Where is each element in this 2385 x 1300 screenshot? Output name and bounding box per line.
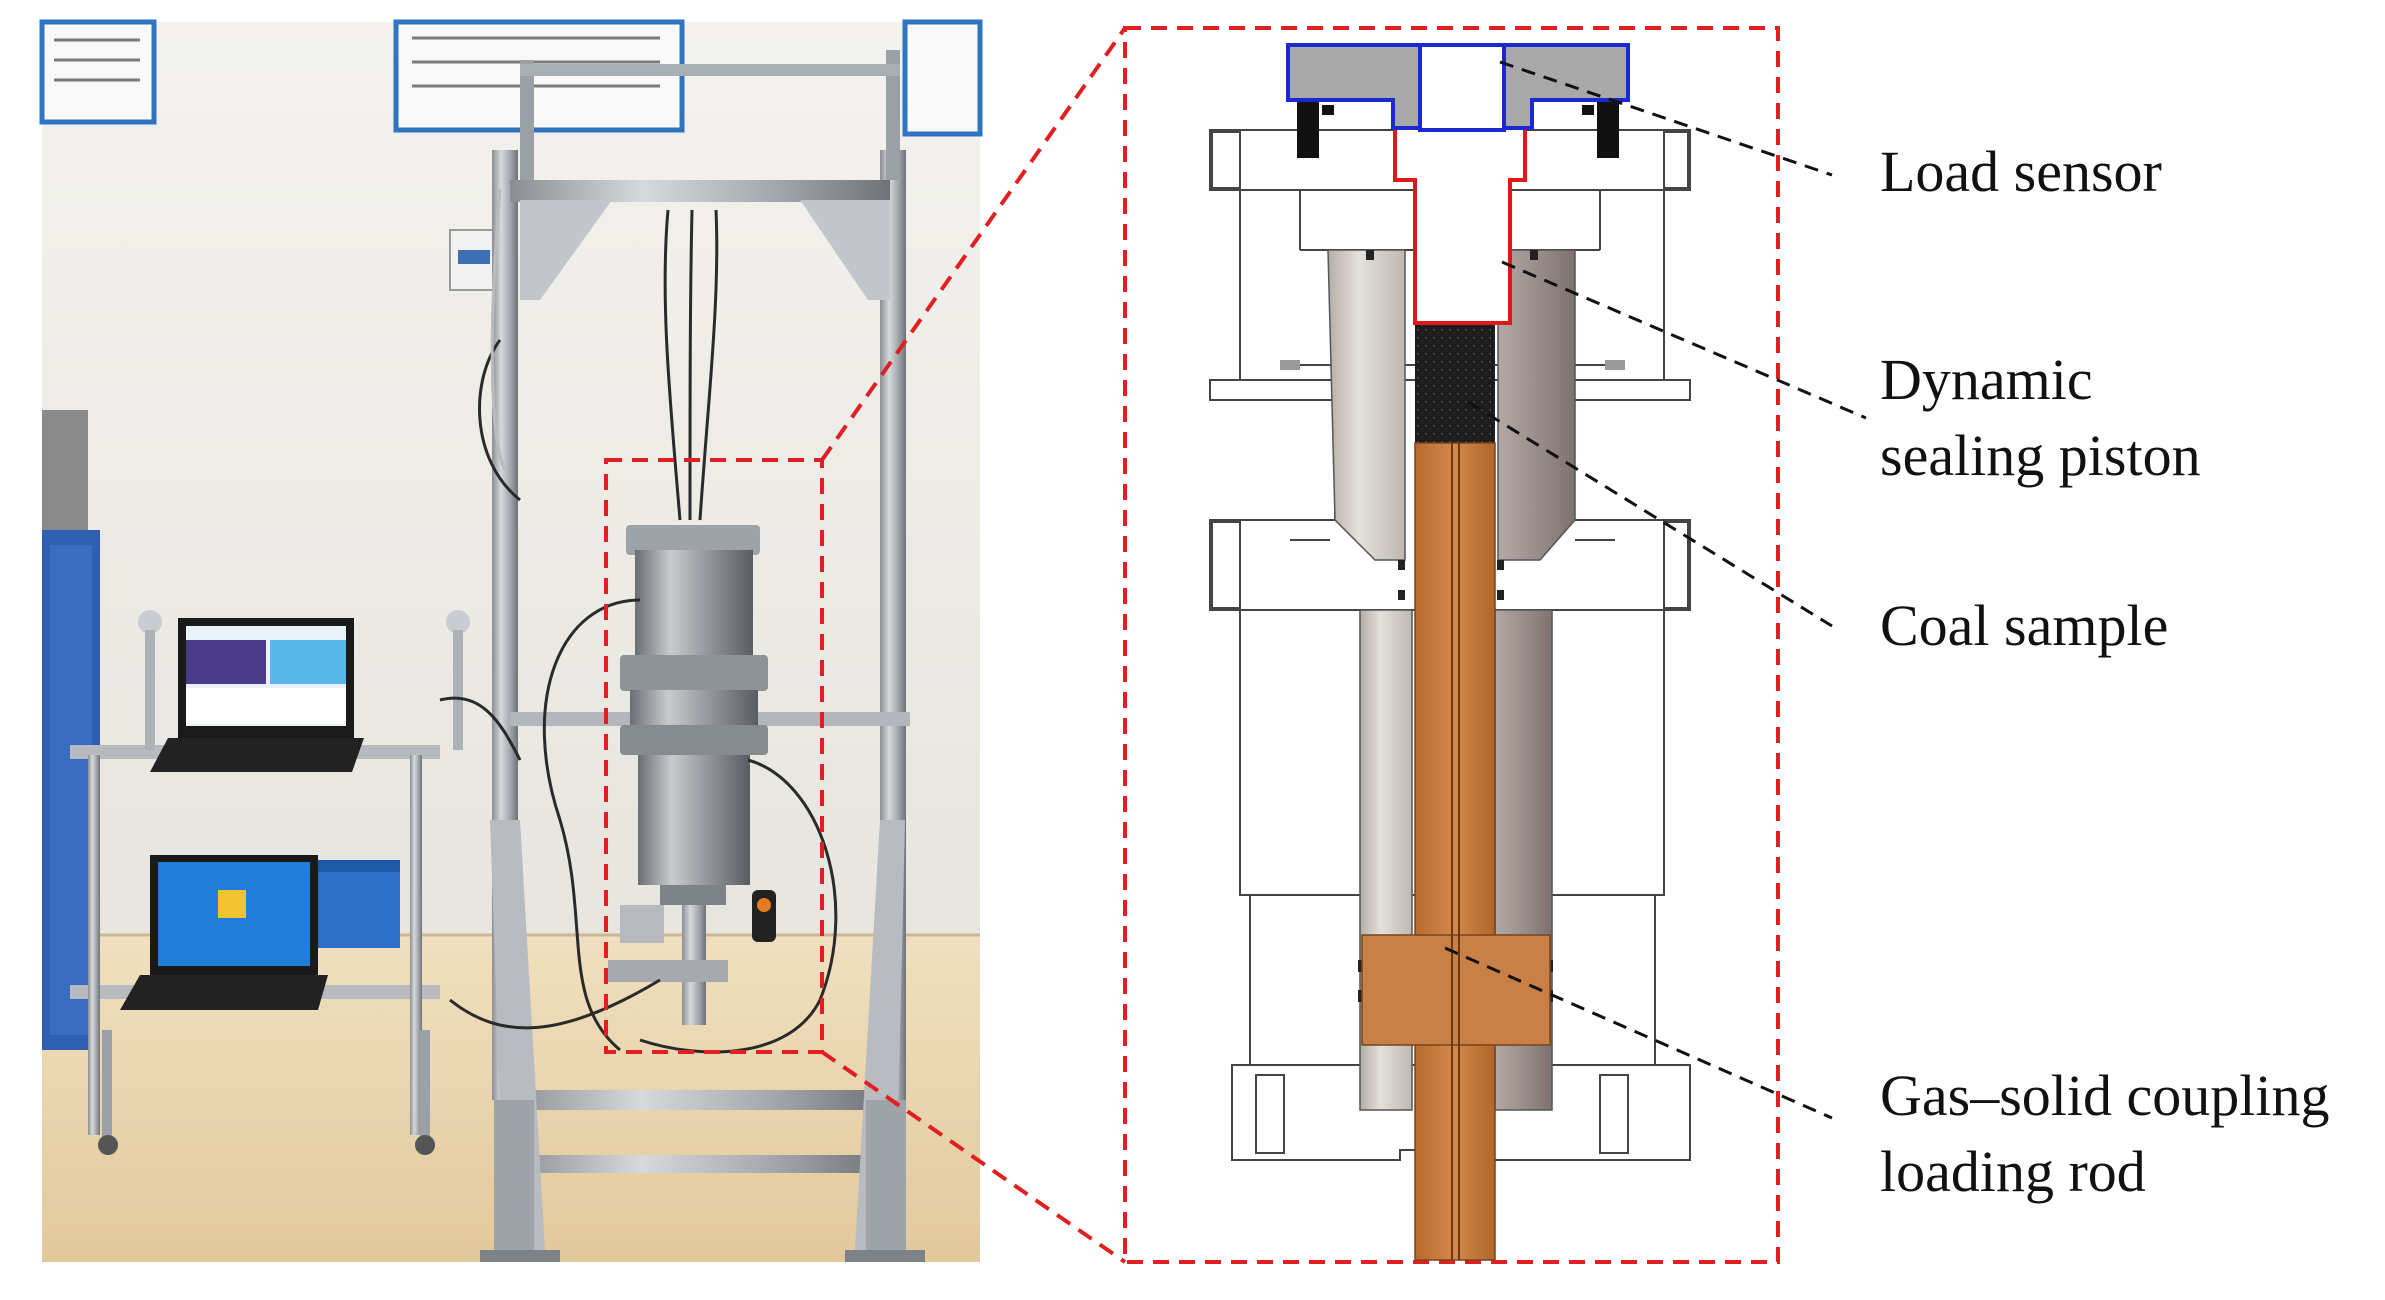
label-gas-solid-coupling-loading-rod: Gas–solid coupling loading rod: [1880, 1063, 2330, 1204]
apparatus-photo: [39, 19, 983, 1262]
photo-callout-box: [604, 458, 824, 1054]
load-sensor: [1286, 43, 1630, 158]
label-dynamic-sealing-piston: Dynamic sealing piston: [1880, 347, 2201, 488]
section-callout-box: [1123, 26, 1780, 1264]
leader-lines: [1444, 60, 1867, 1120]
label-load-sensor: Load sensor: [1880, 139, 2162, 204]
coal-sample: [1415, 323, 1495, 443]
zoom-connector-lines: [820, 26, 1127, 1264]
dynamic-sealing-piston: [1393, 126, 1527, 325]
label-coal-sample: Coal sample: [1880, 593, 2169, 658]
loading-rod: [1361, 442, 1551, 1261]
cross-section-drawing: [1209, 43, 1691, 1261]
